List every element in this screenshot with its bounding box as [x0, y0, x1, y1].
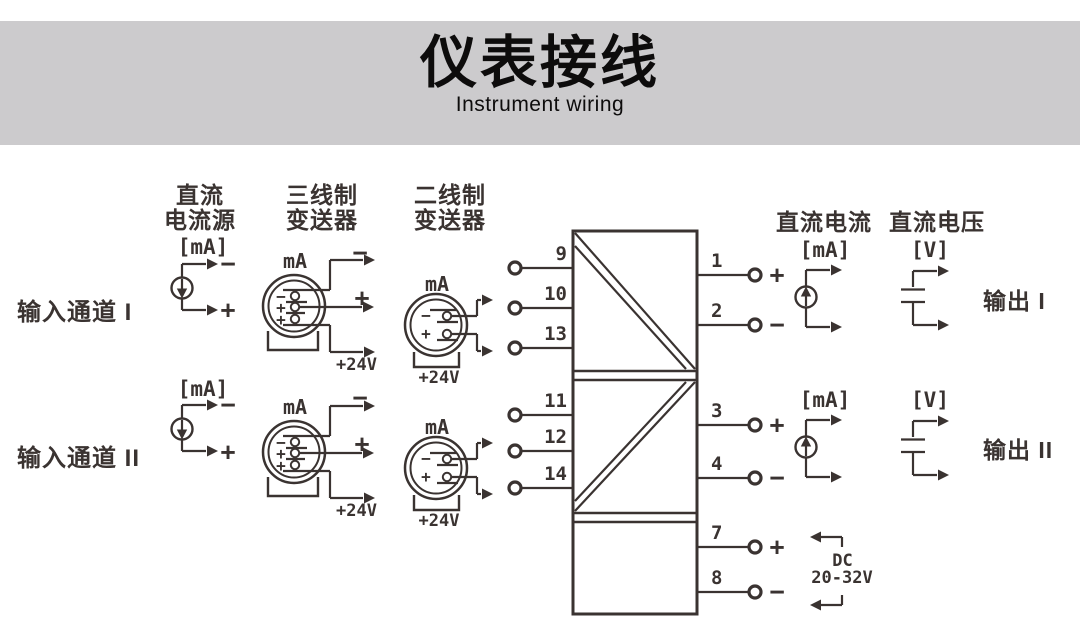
terminal-number-10: 10	[544, 283, 567, 305]
p24v-2wire-ch2: +24V	[418, 511, 460, 531]
heading-two-wire-line2: 变送器	[414, 206, 486, 233]
heading-dc-current-source: 直流 电流源	[140, 183, 260, 233]
v-unit-output-ch2: [V]	[911, 388, 949, 412]
dc-label: DC	[832, 551, 853, 571]
dc-current-output-symbol	[794, 263, 844, 334]
t3-row3-plus-ch2: +	[276, 456, 286, 475]
ma-unit-output-ch2: [mA]	[799, 388, 851, 412]
right-terminal-lines	[697, 267, 763, 600]
heading-three-wire-line1: 三线制	[286, 182, 358, 208]
terminal-number-12: 12	[544, 426, 567, 448]
terminal-number-4: 4	[711, 453, 723, 475]
ma-label-2wire-ch2: mA	[424, 415, 450, 439]
dc-current-source-symbol	[170, 257, 220, 317]
heading-dc-current-source-line1: 直流	[176, 182, 224, 208]
src-plus-ch2: +	[220, 437, 236, 466]
header-banner: 仪表接线 Instrument wiring	[0, 21, 1080, 145]
two-wire-transmitter-symbol	[403, 292, 495, 369]
three-wire-transmitter-symbol	[261, 253, 377, 359]
t2-row1-minus-ch2: −	[421, 449, 431, 468]
terminal-7-sign: +	[769, 532, 785, 561]
terminal-number-14: 14	[544, 463, 567, 485]
left-terminal-lines	[507, 260, 573, 496]
terminal-2-sign: −	[769, 310, 785, 339]
terminal-number-11: 11	[544, 390, 567, 412]
ma-unit-output-ch1: [mA]	[799, 238, 851, 262]
terminal-3-sign: +	[769, 410, 785, 439]
terminal-4-sign: −	[769, 463, 785, 492]
dc-current-output-symbol-ch2	[796, 415, 843, 483]
t3-row2-plus-ch1: +	[276, 298, 286, 317]
t3-row1-minus-ch1: −	[276, 287, 286, 306]
terminal-number-3: 3	[711, 400, 723, 422]
p24v-3wire-ch1: +24V	[336, 355, 377, 375]
src-minus-ch1: −	[220, 249, 236, 278]
t2-row2-plus-ch2: +	[421, 467, 431, 486]
src-plus-ch1: +	[220, 295, 236, 324]
src-minus-ch2: −	[220, 390, 236, 419]
t3-out-plus-ch1: +	[354, 283, 370, 312]
output-channel-1-label: 输出 I	[983, 288, 1046, 314]
page-title: 仪表接线	[420, 31, 660, 95]
terminal-1-sign: +	[769, 260, 785, 289]
terminal-number-2: 2	[711, 300, 723, 322]
terminal-number-13: 13	[544, 323, 567, 345]
t3-out-minus-ch2: −	[352, 383, 368, 412]
input-channel-2-label: 输入通道 II	[17, 445, 141, 472]
t3-row1-minus-ch2: −	[276, 433, 286, 452]
p24v-3wire-ch2: +24V	[336, 501, 377, 521]
terminal-number-1: 1	[711, 250, 723, 272]
t3-row3-plus-ch1: +	[276, 310, 286, 329]
t2-row2-plus-ch1: +	[421, 324, 431, 343]
dc-power-bracket	[808, 530, 844, 612]
input-channel-1-label: 输入通道 I	[17, 299, 133, 326]
terminal-number-9: 9	[555, 243, 567, 265]
terminal-number-8: 8	[711, 567, 723, 589]
heading-three-wire-line2: 变送器	[286, 206, 358, 233]
t2-row1-minus-ch1: −	[421, 306, 431, 325]
ma-unit-input-src-ch1: [mA]	[177, 235, 229, 259]
ma-unit-input-src-ch2: [mA]	[177, 377, 229, 401]
dc-range-label: 20-32V	[811, 568, 873, 588]
heading-dc-current-source-line2: 电流源	[164, 206, 236, 233]
ma-label-3wire-ch2: mA	[282, 395, 308, 419]
page-subtitle: Instrument wiring	[455, 93, 625, 116]
t3-row2-plus-ch2: +	[276, 444, 286, 463]
heading-two-wire-transmitter: 二线制 变送器	[390, 183, 510, 233]
terminal-8-sign: −	[769, 577, 785, 606]
heading-dc-current-output: 直流电流	[776, 209, 872, 235]
dc-voltage-output-symbol-ch2	[901, 416, 949, 481]
dc-current-source-symbol-ch2	[172, 400, 219, 457]
p24v-2wire-ch1: +24V	[418, 368, 460, 388]
t3-out-minus-ch1: −	[352, 238, 368, 267]
t3-out-plus-ch2: +	[354, 429, 370, 458]
output-channel-2-label: 输出 II	[983, 437, 1054, 463]
ma-label-2wire-ch1: mA	[424, 272, 450, 296]
dc-voltage-output-symbol	[901, 264, 951, 332]
heading-three-wire-transmitter: 三线制 变送器	[262, 183, 382, 233]
v-unit-output-ch1: [V]	[911, 238, 949, 262]
terminal-number-7: 7	[711, 522, 723, 544]
ma-label-3wire-ch1: mA	[282, 249, 308, 273]
isolator-module-block	[571, 229, 699, 616]
heading-dc-voltage-output: 直流电压	[889, 209, 985, 235]
heading-two-wire-line1: 二线制	[414, 182, 486, 208]
